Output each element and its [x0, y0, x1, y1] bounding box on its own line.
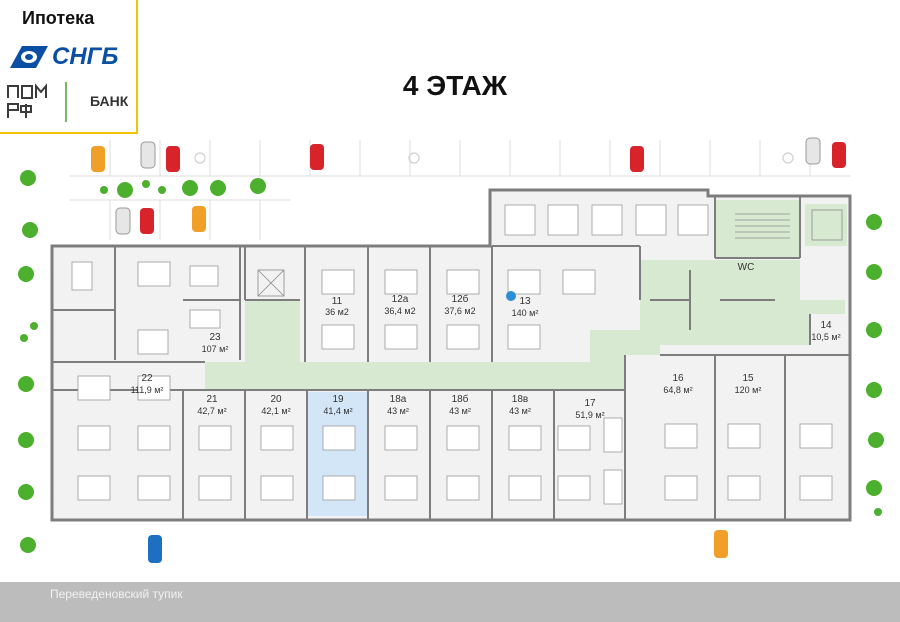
sngb-logo: СНГБ — [8, 44, 132, 70]
car-icon — [166, 146, 180, 172]
car-icon — [805, 137, 821, 165]
room-labels: 11 36 м2 12а 36,4 м2 12б 37,6 м2 13 140 … — [131, 262, 841, 420]
street-name: Переведеновский тупик — [50, 587, 183, 601]
logo-panel: Ипотека СНГБ БАНК — [0, 0, 138, 134]
room-16-number: 16 — [672, 373, 684, 384]
car-icon — [140, 208, 154, 234]
parking-lines — [70, 140, 850, 240]
room-18a-area: 43 м² — [387, 406, 409, 416]
bank-name: БАНК — [90, 93, 129, 109]
tree-icon — [182, 180, 198, 196]
tree-icon — [18, 484, 34, 500]
sngb-name: СНГБ — [52, 43, 119, 70]
room-18v-area: 43 м² — [509, 406, 531, 416]
mortgage-label: Ипотека — [22, 8, 95, 28]
domrf-logo: БАНК — [6, 80, 132, 124]
car-icon — [832, 142, 846, 168]
tree-icon — [20, 170, 36, 186]
tree-icon — [18, 432, 34, 448]
room-14-number: 14 — [820, 320, 832, 331]
room-18a-number: 18а — [390, 394, 407, 405]
tree-icon — [20, 537, 36, 553]
furniture — [71, 204, 833, 505]
car-icon — [192, 206, 206, 232]
room-12b-number: 12б — [452, 293, 469, 305]
room-13-number: 13 — [519, 296, 531, 307]
tree-icon — [210, 180, 226, 196]
room-17-number: 17 — [584, 398, 596, 409]
car-icon — [148, 535, 162, 563]
shrub-icon — [142, 180, 150, 188]
stairwell — [715, 200, 800, 258]
room-12a-area: 36,4 м2 — [384, 306, 415, 316]
room-12a-number: 12а — [392, 294, 409, 305]
room-19-area: 41,4 м² — [323, 406, 352, 416]
room-23-number: 23 — [209, 332, 221, 343]
trees — [18, 170, 884, 553]
room-14-area: 10,5 м² — [811, 332, 840, 342]
elevator-hall — [245, 300, 300, 362]
room-11-area: 36 м2 — [325, 307, 349, 317]
shrub-icon — [30, 322, 38, 330]
room-16-area: 64,8 м² — [663, 385, 692, 395]
parked-cars — [91, 137, 846, 563]
walls — [52, 196, 850, 520]
floor-title: 4 ЭТАЖ — [402, 70, 508, 101]
tree-icon — [250, 178, 266, 194]
corridor — [205, 260, 845, 390]
staircase-icon — [257, 209, 843, 297]
tree-icon — [22, 222, 38, 238]
room-19-number: 19 — [332, 394, 344, 405]
room-20-number: 20 — [270, 394, 282, 405]
shrub-icon — [20, 334, 28, 342]
room-18b-area: 43 м² — [449, 406, 471, 416]
domrf-emblem-icon — [7, 82, 67, 122]
room-15-number: 15 — [742, 373, 754, 384]
location-marker-icon — [506, 291, 516, 301]
room-21-number: 21 — [206, 394, 218, 405]
room-18v-number: 18в — [512, 394, 528, 405]
room-17-area: 51,9 м² — [575, 410, 604, 420]
room-12b-area: 37,6 м2 — [444, 306, 475, 316]
accessible-parking-icon — [194, 152, 794, 164]
room-22-number: 22 — [141, 373, 153, 384]
room-21-area: 42,7 м² — [197, 406, 226, 416]
tree-icon — [866, 480, 882, 496]
tree-icon — [18, 266, 34, 282]
room-22-area: 111,9 м² — [131, 385, 164, 395]
tree-icon — [866, 214, 882, 230]
room-23-area: 107 м² — [202, 344, 229, 354]
room-20-area: 42,1 м² — [261, 406, 290, 416]
car-icon — [630, 146, 644, 172]
street-strip: Переведеновский тупик — [0, 582, 900, 622]
shrub-icon — [874, 508, 882, 516]
tree-icon — [117, 182, 133, 198]
tree-icon — [866, 322, 882, 338]
room-13-area: 140 м² — [512, 308, 539, 318]
room-18b-number: 18б — [452, 393, 469, 405]
shrub-icon — [158, 186, 166, 194]
car-icon — [91, 146, 105, 172]
car-icon — [714, 530, 728, 558]
shrub-icon — [100, 186, 108, 194]
sngb-emblem-icon — [10, 46, 48, 68]
floor-plan: 11 36 м2 12а 36,4 м2 12б 37,6 м2 13 140 … — [18, 137, 884, 563]
car-icon — [140, 141, 156, 169]
room-11-number: 11 — [332, 296, 343, 307]
tree-icon — [18, 376, 34, 392]
tree-icon — [868, 432, 884, 448]
tree-icon — [866, 264, 882, 280]
car-icon — [115, 207, 131, 235]
room-15-area: 120 м² — [735, 385, 762, 395]
car-icon — [310, 144, 324, 170]
tree-icon — [866, 382, 882, 398]
wc-label: WC — [738, 262, 755, 273]
